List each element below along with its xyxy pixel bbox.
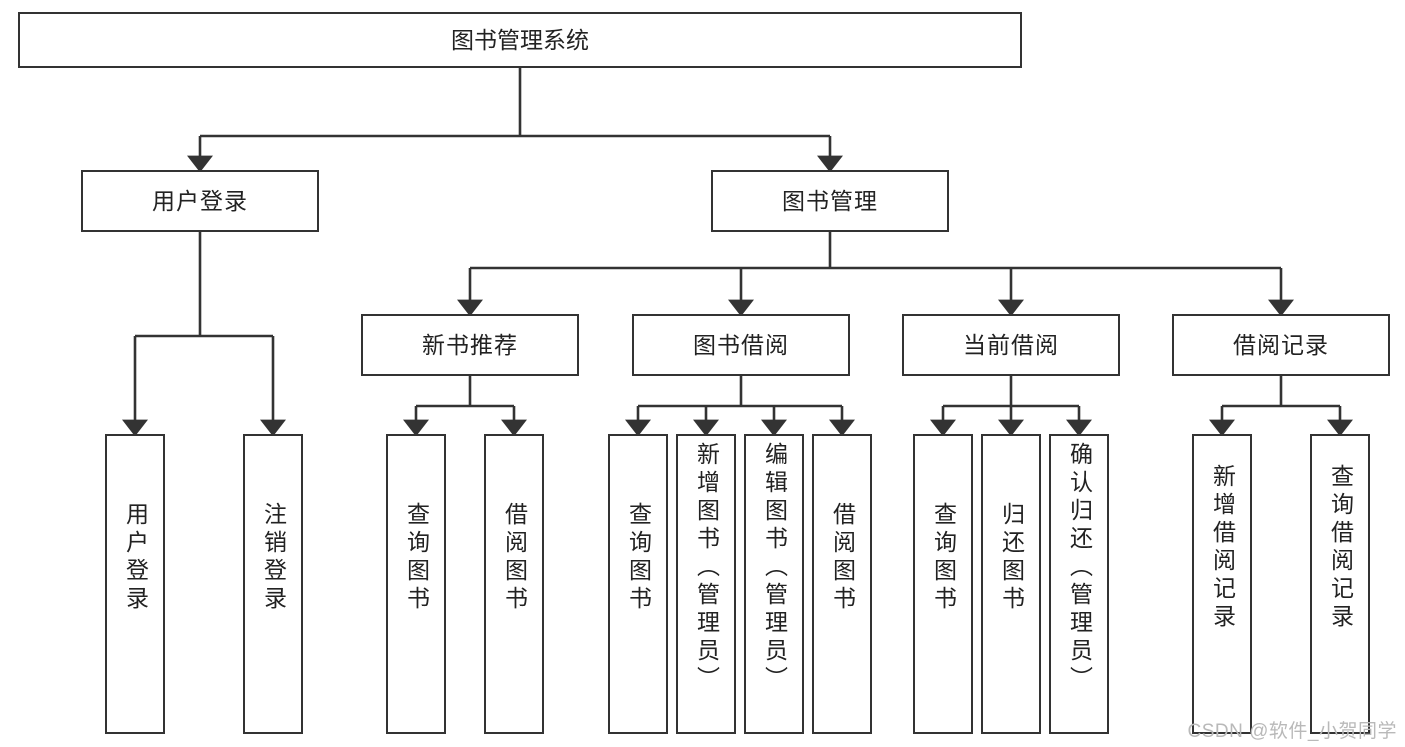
node-book-manage-label: 图书管理 [782, 187, 878, 214]
node-root[interactable]: 图书管理系统 [18, 12, 1022, 68]
node-leaf-borrow-book-1[interactable]: 借阅图书 [484, 434, 544, 734]
node-leaf-query-book-3[interactable]: 查询图书 [913, 434, 973, 734]
node-current-borrow[interactable]: 当前借阅 [902, 314, 1120, 376]
node-borrow-record-label: 借阅记录 [1233, 331, 1329, 358]
node-leaf-query-book-2-label: 查询图书 [625, 502, 652, 614]
node-book-borrow[interactable]: 图书借阅 [632, 314, 850, 376]
node-leaf-add-record-label: 新增借阅记录 [1209, 464, 1236, 632]
node-leaf-borrow-book-2[interactable]: 借阅图书 [812, 434, 872, 734]
node-leaf-borrow-book-1-label: 借阅图书 [501, 502, 528, 614]
node-leaf-user-login-label: 用户登录 [122, 502, 149, 614]
node-book-manage[interactable]: 图书管理 [711, 170, 949, 232]
node-new-book-rec[interactable]: 新书推荐 [361, 314, 579, 376]
node-leaf-confirm-return[interactable]: 确认归还（管理员） [1049, 434, 1109, 734]
csdn-watermark: CSDN @软件_小贺同学 [1187, 721, 1397, 742]
node-leaf-query-book-1[interactable]: 查询图书 [386, 434, 446, 734]
node-borrow-record[interactable]: 借阅记录 [1172, 314, 1390, 376]
node-current-borrow-label: 当前借阅 [963, 331, 1059, 358]
node-leaf-return-book[interactable]: 归还图书 [981, 434, 1041, 734]
node-leaf-add-record[interactable]: 新增借阅记录 [1192, 434, 1252, 734]
node-leaf-add-book-label: 新增图书（管理员） [693, 442, 720, 694]
node-new-book-rec-label: 新书推荐 [422, 331, 518, 358]
node-leaf-user-login[interactable]: 用户登录 [105, 434, 165, 734]
node-leaf-edit-book-label: 编辑图书（管理员） [761, 442, 788, 694]
node-leaf-query-book-3-label: 查询图书 [930, 502, 957, 614]
node-book-borrow-label: 图书借阅 [693, 331, 789, 358]
node-leaf-return-book-label: 归还图书 [998, 502, 1025, 614]
node-leaf-edit-book[interactable]: 编辑图书（管理员） [744, 434, 804, 734]
node-user-login[interactable]: 用户登录 [81, 170, 319, 232]
node-leaf-add-book[interactable]: 新增图书（管理员） [676, 434, 736, 734]
node-user-login-label: 用户登录 [152, 187, 248, 214]
node-leaf-query-record-label: 查询借阅记录 [1327, 464, 1354, 632]
node-root-label: 图书管理系统 [451, 26, 589, 53]
node-leaf-logout[interactable]: 注销登录 [243, 434, 303, 734]
node-leaf-query-book-1-label: 查询图书 [403, 502, 430, 614]
node-leaf-query-book-2[interactable]: 查询图书 [608, 434, 668, 734]
node-leaf-logout-label: 注销登录 [260, 502, 287, 614]
node-leaf-confirm-return-label: 确认归还（管理员） [1066, 442, 1093, 694]
node-leaf-borrow-book-2-label: 借阅图书 [829, 502, 856, 614]
node-leaf-query-record[interactable]: 查询借阅记录 [1310, 434, 1370, 734]
